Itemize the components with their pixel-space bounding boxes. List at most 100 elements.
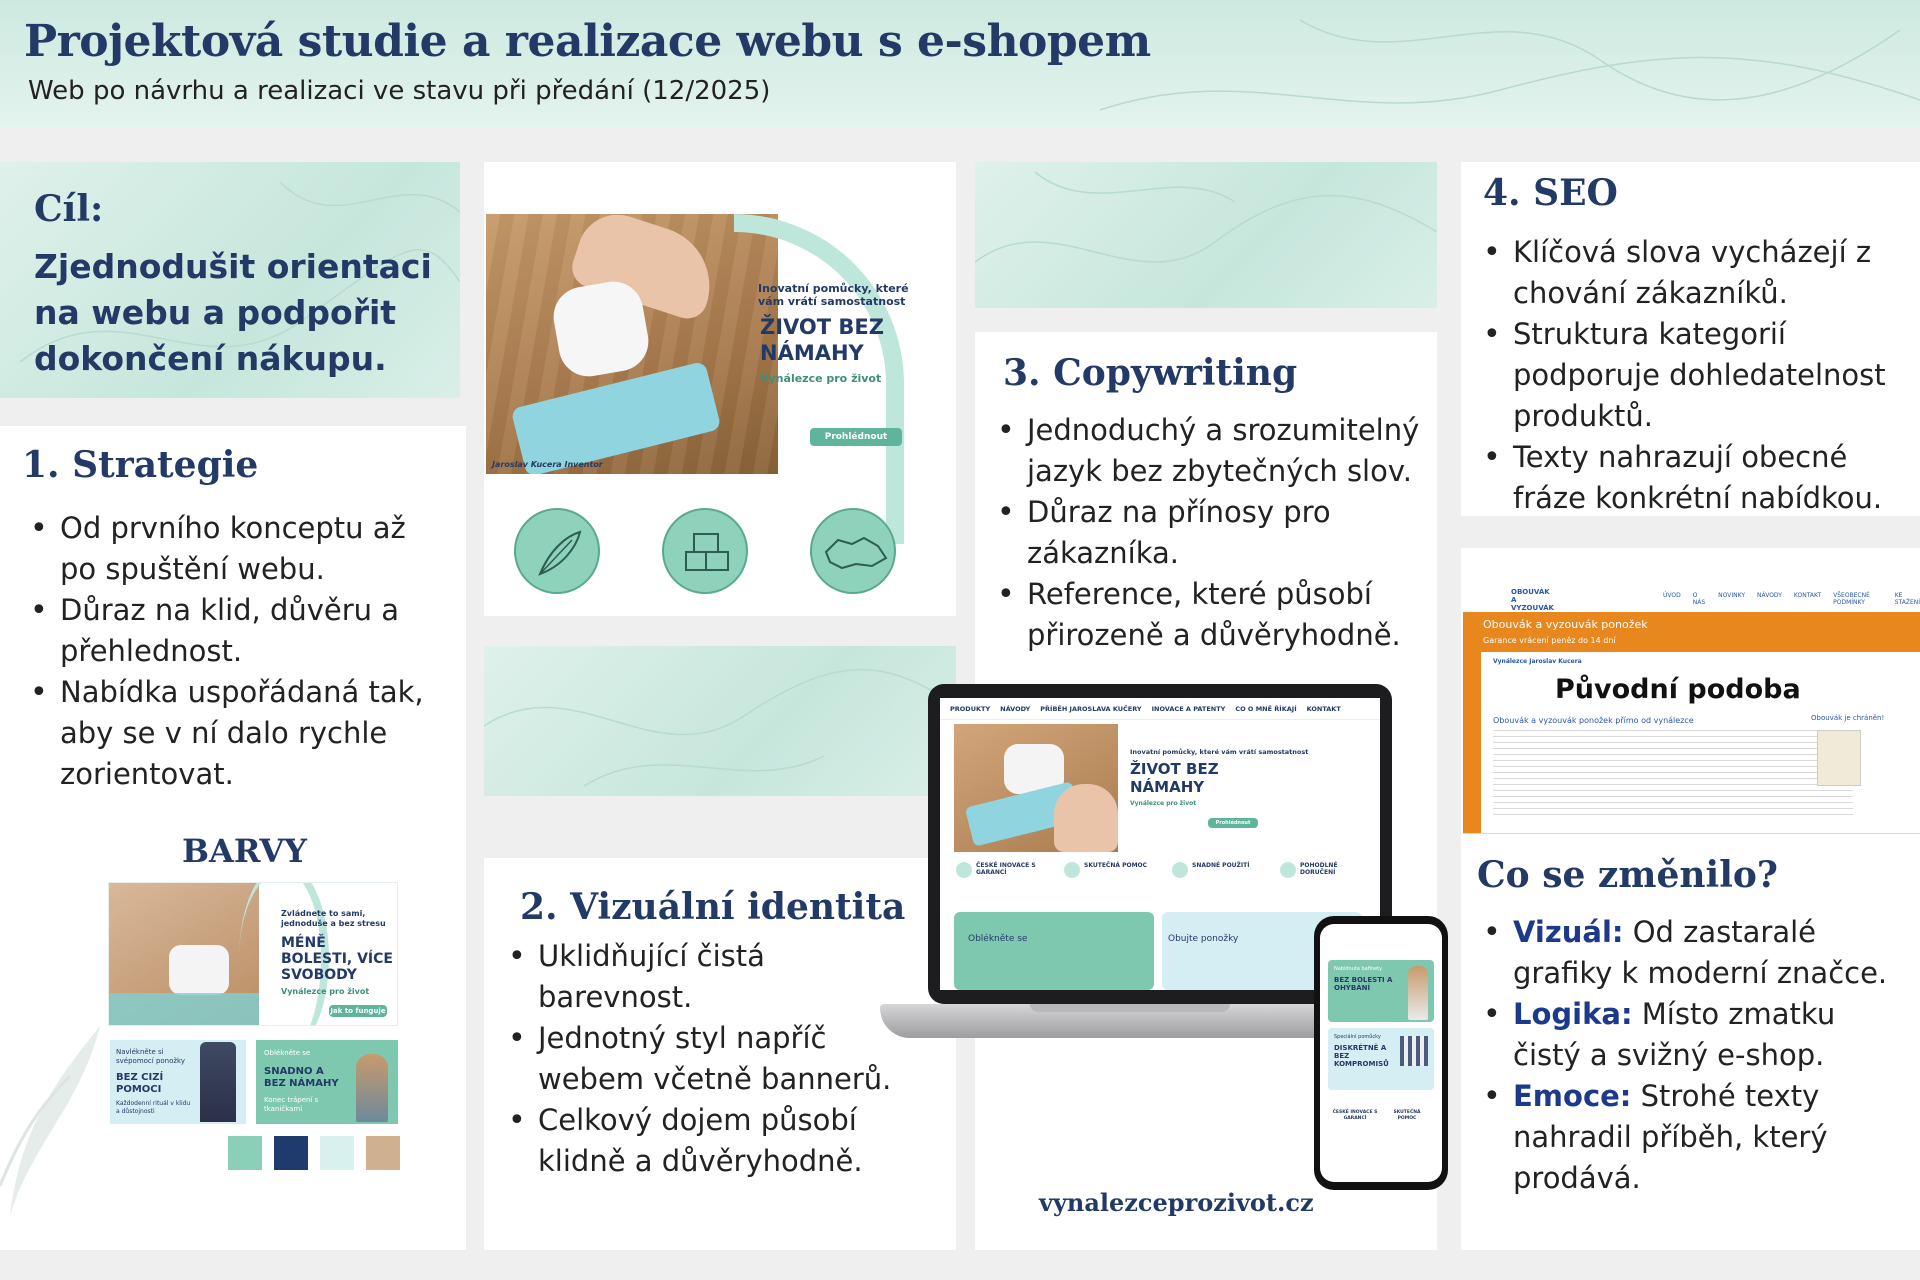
old-site-label: Původní podoba — [1555, 674, 1801, 705]
seo-list: Klíčová slova vycházejí z chování zákazn… — [1479, 232, 1909, 519]
laptop-frame: PRODUKTY NÁVODY PŘÍBĚH JAROSLAVA KUČERY … — [928, 684, 1392, 1004]
boxes-icon — [662, 508, 748, 594]
laptop-card-1: Oblékněte se — [954, 912, 1154, 990]
card-label: Obujte ponožky — [1168, 934, 1239, 944]
colors-banner-preview: Zvládnete to sami, jednoduše a bez stres… — [108, 882, 398, 1026]
old-inventor: Vynálezce Jaroslav Kucera — [1493, 658, 1582, 665]
nav-item[interactable]: KONTAKT — [1793, 592, 1822, 599]
card-sub: Každodenní rituál v klidu a důstojnosti — [116, 1100, 191, 1115]
old-certificate — [1817, 730, 1861, 786]
nav-item[interactable]: NÁVODY — [1000, 704, 1031, 713]
color-swatch-ice — [320, 1136, 354, 1170]
card-lead: Speciální pomůcky — [1334, 1034, 1381, 1040]
visual-panel: 2. Vizuální identita Uklidňující čistá b… — [484, 858, 956, 1250]
old-banner-sub: Garance vrácení peněz do 14 dní — [1483, 636, 1616, 645]
header-banner — [0, 0, 1920, 127]
decor-panel-mid — [484, 646, 956, 796]
old-banner-title: Obouvák a vyzouvák ponožek — [1483, 618, 1648, 631]
old-site-header: OBOUVÁK A VYZOUVÁK ÚVOD O NÁS NOVINKY NÁ… — [1463, 584, 1920, 612]
phone-feature-2: SKUTEČNÁ POMOC — [1393, 1110, 1421, 1121]
product-image — [1400, 1036, 1428, 1066]
old-text-lines — [1493, 730, 1853, 820]
change-text: Od zastaralé grafiky k moderní značce. — [1513, 915, 1888, 990]
color-swatch-sand — [366, 1136, 400, 1170]
old-orange-strip — [1463, 652, 1481, 833]
domain-label: vynalezceprozivot.cz — [1039, 1188, 1314, 1217]
decor-panel-top — [975, 162, 1437, 308]
nav-item[interactable]: INOVACE A PATENTY — [1151, 704, 1226, 713]
person-figure — [356, 1054, 388, 1122]
list-item: Emoce: Strohé texty nahradil příběh, kte… — [1479, 1076, 1909, 1199]
nav-item[interactable]: KE STAŽENÍ — [1894, 592, 1920, 606]
decorative-leaf — [0, 1026, 100, 1216]
nav-item[interactable]: CO O MNĚ ŘÍKAJÍ — [1235, 704, 1297, 713]
list-item: Důraz na přínosy pro zákazníka. — [993, 492, 1423, 574]
list-item: Uklidňující čistá barevnost. — [504, 936, 924, 1018]
old-logo: OBOUVÁK A VYZOUVÁK — [1511, 588, 1554, 612]
feature-icon — [956, 862, 972, 878]
seo-heading: 4. SEO — [1483, 172, 1618, 214]
old-orange-bar: Obouvák a vyzouvák ponožek Garance vráce… — [1463, 612, 1920, 652]
old-protect: Obouvák je chráněn! — [1811, 714, 1885, 722]
laptop-hero-photo — [954, 724, 1118, 852]
laptop-hero-button[interactable]: Prohlédnout řešení — [1208, 818, 1258, 836]
feature-item: ČESKÉ INOVACE S GARANCÍ — [954, 862, 1050, 902]
seo-panel: 4. SEO Klíčová slova vycházejí z chování… — [1461, 162, 1920, 516]
nav-item[interactable]: O NÁS — [1692, 592, 1706, 606]
goal-heading: Cíl: — [34, 188, 104, 230]
card-lead: Oblékněte se — [264, 1049, 311, 1057]
feature-label: SNADNÉ POUŽITÍ — [1192, 862, 1250, 869]
phone-card-1: Nabídnuta bafinety BEZ BOLESTI A OHÝBÁNÍ — [1328, 960, 1434, 1022]
feature-item: POHODLNÉ DORUČENÍ — [1278, 862, 1374, 902]
decorative-swirl — [1099, 19, 1920, 111]
laptop-hero-title: ŽIVOT BEZ NÁMAHY — [1130, 760, 1219, 796]
foot-shape — [1054, 784, 1118, 852]
nav-item[interactable]: PRODUKTY — [950, 704, 991, 713]
goal-panel: Cíl: Zjednodušit orientaci na webu a pod… — [0, 162, 460, 398]
banner-sub: Vynálezce pro život — [281, 987, 370, 996]
visual-list: Uklidňující čistá barevnost. Jednotný st… — [504, 936, 924, 1182]
hero-sub: Vynálezce pro život — [760, 372, 882, 385]
list-item: Texty nahrazují obecné fráze konkrétní n… — [1479, 437, 1909, 519]
feature-icon — [1280, 862, 1296, 878]
colors-card-2: Oblékněte se SNADNO A BEZ NÁMAHY Konec t… — [256, 1040, 398, 1124]
phone-card-2: Speciální pomůcky DISKRÉTNĚ A BEZ KOMPRO… — [1328, 1028, 1434, 1090]
hero-photo: Jaroslav Kucera Inventor — [486, 214, 778, 474]
feature-label: POHODLNÉ DORUČENÍ — [1300, 862, 1338, 876]
nav-item[interactable]: NOVINKY — [1718, 592, 1745, 599]
banner-lead: Zvládnete to sami, jednoduše a bez stres… — [281, 909, 386, 928]
changed-list: Vizuál: Od zastaralé grafiky k moderní z… — [1479, 912, 1909, 1199]
nav-item[interactable]: VŠEOBECNÉ PODMÍNKY — [1833, 592, 1870, 606]
nav-item[interactable]: ÚVOD — [1663, 592, 1681, 599]
card-lead: Nabídnuta bafinety — [1334, 966, 1383, 972]
banner-photo — [109, 883, 259, 1025]
aid-shape — [109, 993, 259, 1025]
hero-signature: Jaroslav Kucera Inventor — [492, 460, 603, 469]
banner-title: MÉNĚ BOLESTI, VÍCE SVOBODY — [281, 935, 393, 983]
feature-item: SNADNÉ POUŽITÍ — [1170, 862, 1266, 902]
decorative-swirl — [975, 171, 1437, 263]
nav-item[interactable]: NÁVODY — [1756, 592, 1782, 599]
page-title: Projektová studie a realizace webu s e-s… — [24, 16, 1151, 67]
phone-frame: Nabídnuta bafinety BEZ BOLESTI A OHÝBÁNÍ… — [1314, 916, 1448, 1190]
old-site-screenshot: OBOUVÁK A VYZOUVÁK ÚVOD O NÁS NOVINKY NÁ… — [1463, 584, 1920, 834]
feather-icon — [514, 508, 600, 594]
change-label: Emoce: — [1513, 1079, 1632, 1113]
banner-button[interactable]: Jak to funguje — [329, 1005, 387, 1017]
laptop-screen: PRODUKTY NÁVODY PŘÍBĚH JAROSLAVA KUČERY … — [940, 698, 1380, 990]
visual-heading: 2. Vizuální identita — [520, 886, 906, 928]
nav-item[interactable]: PŘÍBĚH JAROSLAVA KUČERY — [1040, 704, 1142, 713]
feature-icon — [1172, 862, 1188, 878]
laptop-nav: PRODUKTY NÁVODY PŘÍBĚH JAROSLAVA KUČERY … — [940, 698, 1380, 720]
color-swatch-mint — [228, 1136, 262, 1170]
hero-lead: Inovatní pomůcky, které vám vrátí samost… — [758, 282, 909, 308]
hero-button[interactable]: Prohlédnout řešení — [810, 428, 902, 460]
changed-heading: Co se změnilo? — [1477, 854, 1778, 896]
list-item: Nabídka uspořádaná tak, aby se v ní dalo… — [26, 672, 446, 795]
person-figure — [1408, 966, 1428, 1020]
copy-list: Jednoduchý a srozumitelný jazyk bez zbyt… — [993, 410, 1423, 656]
feature-label: ČESKÉ INOVACE S GARANCÍ — [976, 862, 1036, 876]
phone-screen: Nabídnuta bafinety BEZ BOLESTI A OHÝBÁNÍ… — [1320, 924, 1442, 1182]
nav-item[interactable]: KONTAKT — [1306, 704, 1341, 713]
list-item: Od prvního konceptu až po spuštění webu. — [26, 508, 446, 590]
